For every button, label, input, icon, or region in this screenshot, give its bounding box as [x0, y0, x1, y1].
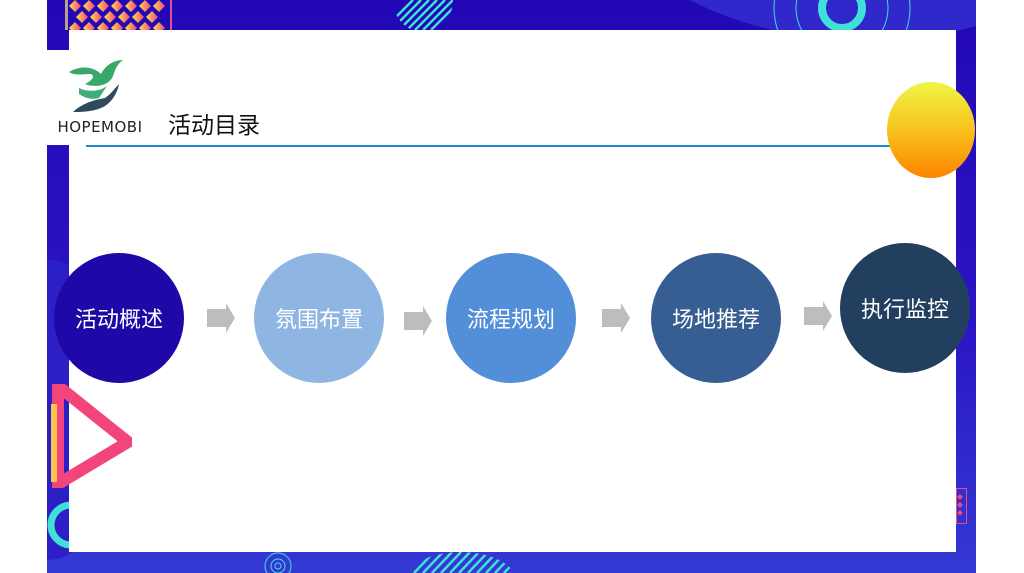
step-execution-monitoring[interactable]: 执行监控	[840, 243, 970, 373]
cyan-ring-decoration	[47, 501, 69, 549]
triangle-decoration	[51, 384, 132, 488]
checker-pattern-decoration	[65, 0, 172, 30]
step-atmosphere-setup[interactable]: 氛围布置	[254, 253, 384, 383]
step-activity-overview[interactable]: 活动概述	[54, 253, 184, 383]
hopemobi-logo: HOPEMOBI	[47, 50, 153, 145]
logo-brand-text: HOPEMOBI	[57, 118, 143, 136]
step-process-planning[interactable]: 流程规划	[446, 253, 576, 383]
title-underline	[86, 145, 915, 147]
bird-hand-logo-icon	[69, 60, 123, 112]
orange-sun-decoration	[887, 82, 975, 178]
concentric-rings-decoration	[773, 0, 911, 30]
step-venue-recommendation[interactable]: 场地推荐	[651, 253, 781, 383]
spiral-decoration	[264, 552, 292, 573]
logo-backdrop	[47, 50, 69, 145]
step-label: 执行监控	[860, 298, 949, 323]
striped-shape-decoration	[405, 552, 517, 573]
step-label: 活动概述	[74, 308, 163, 333]
step-label: 场地推荐	[671, 308, 760, 333]
arrow-right-icon	[404, 306, 432, 336]
arrow-right-icon	[804, 301, 832, 331]
arrow-right-icon	[602, 303, 630, 333]
striped-shape-decoration	[393, 0, 453, 30]
page-title: 活动目录	[168, 113, 260, 139]
arrow-right-icon	[207, 303, 235, 333]
step-label: 氛围布置	[274, 308, 363, 333]
pink-dots-decoration	[956, 488, 967, 524]
step-label: 流程规划	[466, 308, 555, 333]
